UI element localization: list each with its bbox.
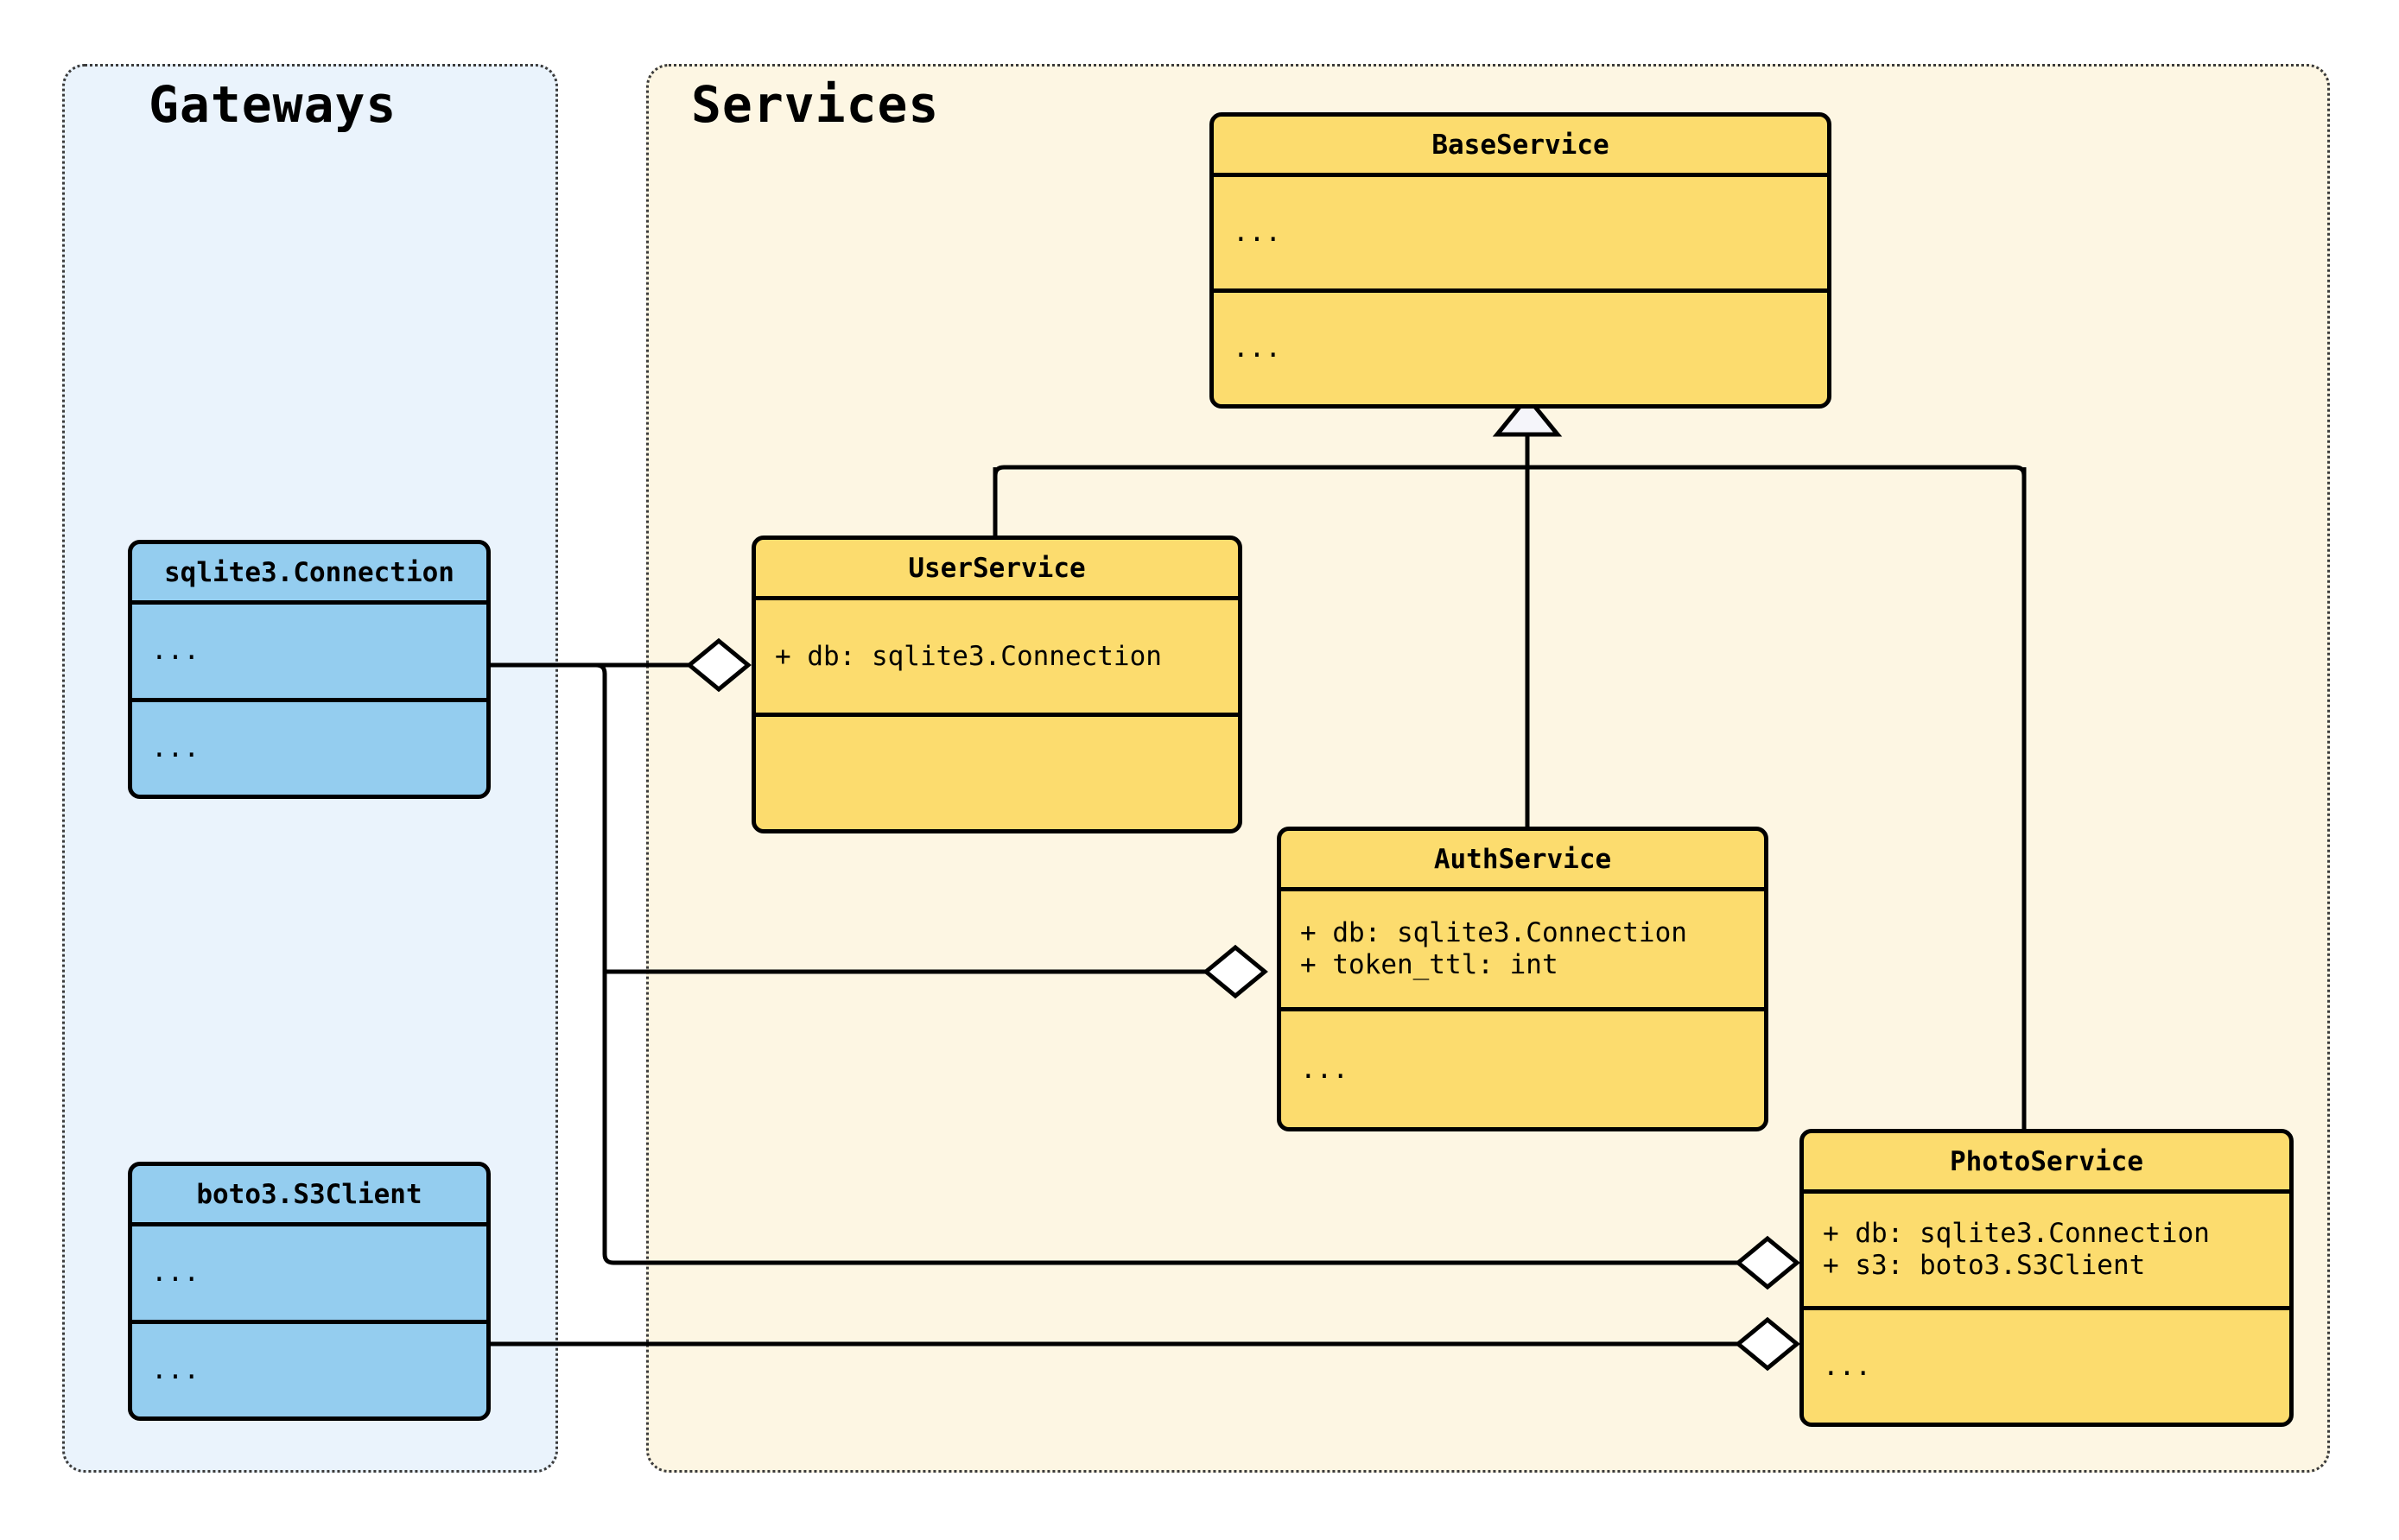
aggregation-diamond-photoservice-db — [1735, 1235, 1800, 1290]
class-attributes-sqlite3-connection: ... — [132, 605, 486, 702]
class-name-user-service: UserService — [756, 540, 1238, 600]
class-box-photo-service[interactable]: PhotoService + db: sqlite3.Connection + … — [1799, 1129, 2294, 1427]
aggregation-diamond-photoservice-s3 — [1735, 1316, 1800, 1372]
class-box-base-service[interactable]: BaseService ... ... — [1209, 112, 1831, 409]
class-methods-auth-service: ... — [1300, 1053, 1349, 1085]
class-name-boto3-s3client: boto3.S3Client — [132, 1166, 486, 1226]
class-name-sqlite3-connection: sqlite3.Connection — [132, 544, 486, 605]
class-name-photo-service: PhotoService — [1804, 1133, 2289, 1194]
inheritance-bus-line — [993, 465, 2027, 484]
class-name-auth-service: AuthService — [1281, 831, 1764, 891]
aggregation-diamond-userservice — [686, 637, 752, 693]
class-box-auth-service[interactable]: AuthService + db: sqlite3.Connection + t… — [1277, 827, 1768, 1131]
class-box-user-service[interactable]: UserService + db: sqlite3.Connection — [752, 536, 1242, 833]
class-attributes-base-service: ... — [1214, 177, 1827, 293]
class-box-sqlite3-connection[interactable]: sqlite3.Connection ... ... — [128, 540, 491, 799]
aggregation-trunk-sqlite — [491, 662, 1753, 1265]
class-attributes-user-service: + db: sqlite3.Connection — [756, 600, 1238, 717]
class-methods-base-service: ... — [1233, 333, 1281, 364]
class-attributes-boto3-s3client: ... — [132, 1226, 486, 1324]
class-methods-boto3-s3client: ... — [151, 1353, 200, 1385]
inheritance-triangle-marker — [1492, 394, 1563, 437]
package-gateways-title: Gateways — [149, 75, 397, 134]
class-attributes-auth-service: + db: sqlite3.Connection + token_ttl: in… — [1281, 891, 1764, 1011]
class-name-base-service: BaseService — [1214, 117, 1827, 177]
package-services-title: Services — [691, 75, 940, 134]
class-attributes-photo-service: + db: sqlite3.Connection + s3: boto3.S3C… — [1804, 1194, 2289, 1310]
class-box-boto3-s3client[interactable]: boto3.S3Client ... ... — [128, 1162, 491, 1421]
class-methods-user-service — [756, 717, 1238, 829]
class-methods-photo-service: ... — [1823, 1350, 1871, 1382]
aggregation-diamond-authservice — [1203, 944, 1268, 999]
class-methods-sqlite3-connection: ... — [151, 732, 200, 764]
